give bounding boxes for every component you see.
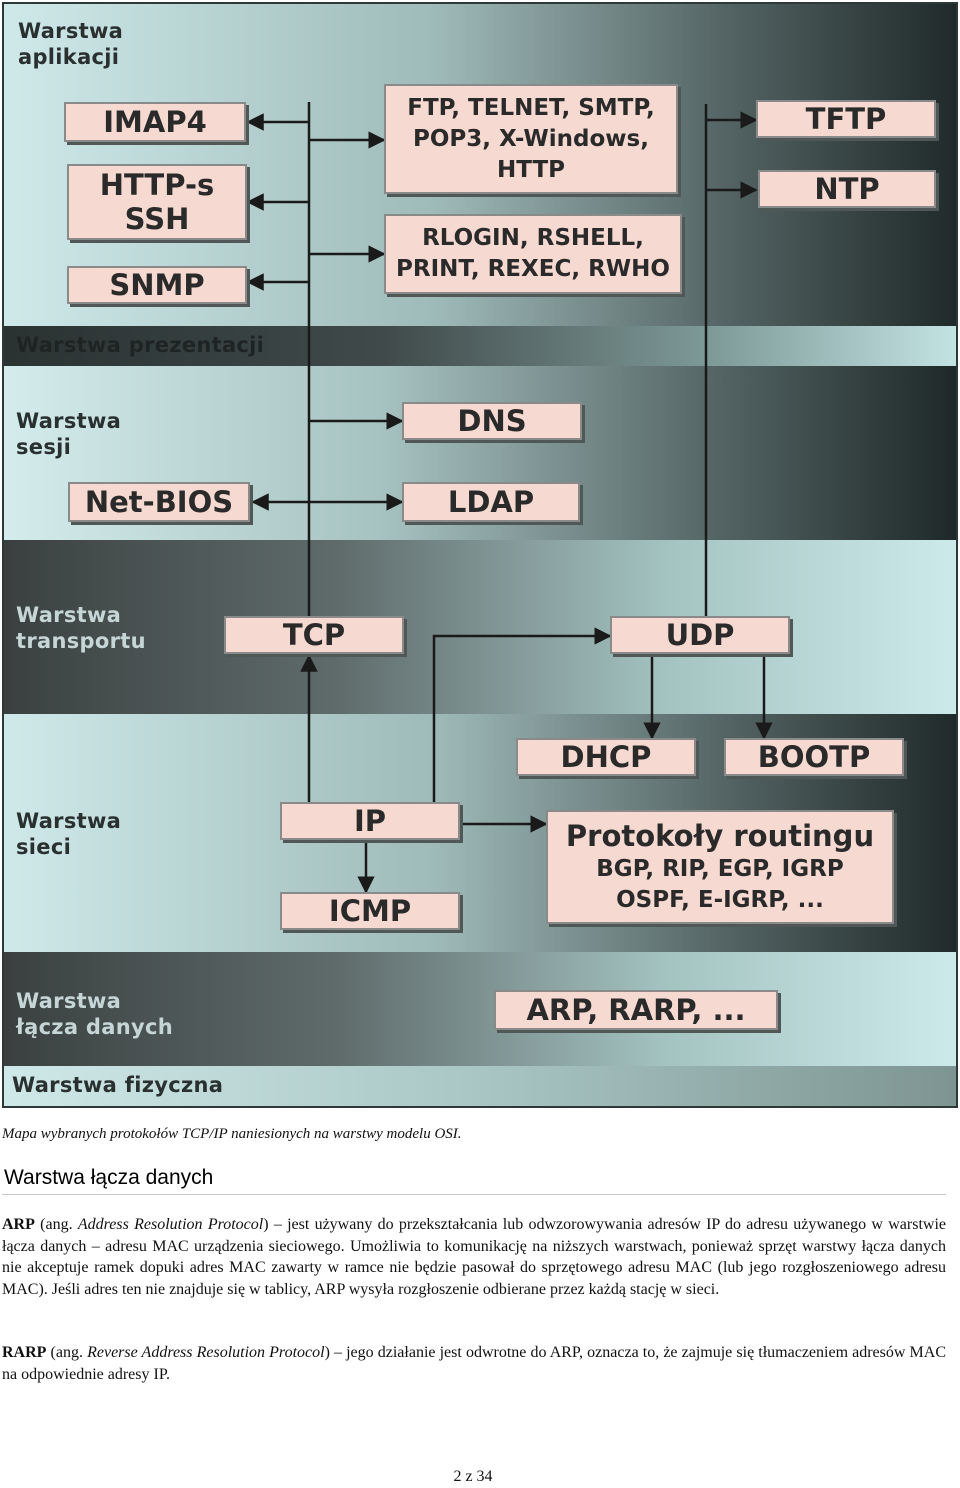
arp-pre: (ang. bbox=[34, 1216, 78, 1233]
arp-body: ) – jest używany do przekształcania lub … bbox=[2, 1216, 947, 1298]
connector-lines bbox=[246, 102, 773, 894]
https-ssh-box: HTTP-s SSH bbox=[67, 164, 247, 240]
rarp-term: RARP bbox=[2, 1344, 47, 1361]
ftp-telnet-smtp-box: FTP, TELNET, SMTP, POP3, X-Windows, HTTP bbox=[384, 84, 678, 194]
arp-expansion: Address Resolution Protocol bbox=[77, 1216, 264, 1233]
routing-list: BGP, RIP, EGP, IGRP OSPF, E-IGRP, ... bbox=[596, 856, 844, 913]
udp-box: UDP bbox=[610, 616, 790, 654]
netbios-box: Net-BIOS bbox=[68, 482, 250, 522]
physical-layer-band bbox=[4, 1066, 956, 1106]
dns-box: DNS bbox=[402, 402, 582, 440]
layer-label-session: Warstwa sesji bbox=[16, 409, 122, 459]
arp-term: ARP bbox=[2, 1216, 35, 1233]
rarp-body: ) – jego działanie jest odwrotne do ARP,… bbox=[2, 1344, 946, 1383]
layer-label-transport: Warstwa transportu bbox=[16, 603, 146, 653]
page-number: 2 z 34 bbox=[453, 1468, 493, 1485]
ip-box: IP bbox=[280, 802, 460, 840]
arp-paragraph: ARP (ang. Address Resolution Protocol) –… bbox=[2, 1214, 946, 1300]
transport-layer-band bbox=[4, 540, 956, 714]
figure-caption: Mapa wybranych protokołów TCP/IP naniesi… bbox=[2, 1126, 462, 1142]
arp-rarp-box: ARP, RARP, ... bbox=[494, 990, 778, 1030]
presentation-layer-band bbox=[4, 326, 956, 366]
layer-label-physical: Warstwa fizyczna bbox=[12, 1073, 224, 1097]
routing-protocols-box: Protokoły routingu BGP, RIP, EGP, IGRP O… bbox=[546, 810, 894, 924]
section-heading: Warstwa łącza danych bbox=[4, 1166, 214, 1189]
icmp-box: ICMP bbox=[280, 892, 460, 930]
rarp-expansion: Reverse Address Resolution Protocol bbox=[87, 1344, 325, 1361]
ntp-box: NTP bbox=[758, 170, 936, 208]
bootp-box: BOOTP bbox=[724, 738, 904, 776]
tftp-box: TFTP bbox=[756, 100, 936, 138]
layer-label-network: Warstwa sieci bbox=[16, 809, 122, 859]
heading-divider bbox=[2, 1194, 946, 1195]
layer-label-presentation: Warstwa prezentacji bbox=[16, 333, 265, 357]
tcp-box: TCP bbox=[224, 616, 404, 654]
ldap-box: LDAP bbox=[402, 482, 580, 522]
rlogin-rshell-box: RLOGIN, RSHELL, PRINT, REXEC, RWHO bbox=[384, 214, 682, 294]
dhcp-box: DHCP bbox=[516, 738, 696, 776]
osi-protocol-diagram: Warstwa aplikacji Warstwa prezentacji Wa… bbox=[2, 2, 958, 1108]
routing-title: Protokoły routingu bbox=[565, 819, 875, 853]
imap4-box: IMAP4 bbox=[64, 102, 246, 142]
datalink-layer-band bbox=[4, 952, 956, 1066]
rarp-paragraph: RARP (ang. Reverse Address Resolution Pr… bbox=[2, 1342, 946, 1385]
layer-label-datalink: Warstwa łącza danych bbox=[16, 989, 173, 1039]
rarp-pre: (ang. bbox=[46, 1344, 88, 1361]
layer-label-application: Warstwa aplikacji bbox=[18, 19, 124, 69]
snmp-box: SNMP bbox=[67, 266, 247, 304]
